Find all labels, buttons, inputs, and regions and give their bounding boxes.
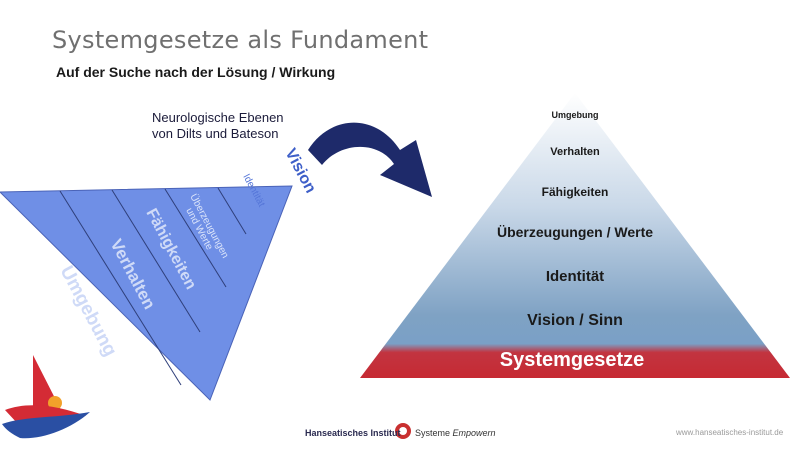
left-triangle-divider: [111, 189, 201, 333]
footer-empowern-word: Empowern: [452, 428, 496, 438]
pyramid-level-faehigkeiten: Fähigkeiten: [542, 185, 609, 199]
right-pyramid: [360, 93, 790, 378]
footer-url: www.hanseatisches-institut.de: [676, 428, 784, 437]
dilts-caption: Neurologische Ebenen von Dilts und Bates…: [152, 110, 284, 142]
left-triangle: [0, 185, 293, 401]
page-subtitle: Auf der Suche nach der Lösung / Wirkung: [56, 64, 336, 80]
pyramid-level-verhalten: Verhalten: [550, 146, 600, 158]
dilts-caption-line-1: Neurologische Ebenen: [152, 110, 284, 125]
page-title: Systemgesetze als Fundament: [52, 26, 429, 54]
pyramid-base-systemgesetze: Systemgesetze: [500, 349, 645, 371]
pyramid-level-vision: Vision / Sinn: [527, 312, 623, 329]
institute-seal-icon: [395, 423, 411, 439]
left-triangle-divider: [217, 187, 247, 235]
pyramid-level-identitaet: Identität: [546, 268, 604, 285]
footer-institute: Hanseatisches Institut: [305, 428, 401, 438]
dilts-caption-line-2: von Dilts und Bateson: [152, 126, 279, 141]
left-triangle-divider: [164, 188, 227, 288]
pyramid-level-umgebung: Umgebung: [552, 110, 599, 120]
footer-systeme: Systeme Empowern: [415, 428, 496, 438]
curved-arrow: [308, 122, 432, 197]
pyramid-level-ueberzeugungen: Überzeugungen / Werte: [497, 224, 653, 240]
footer-systeme-word: Systeme: [415, 428, 451, 438]
sailboat-logo-icon: [2, 355, 90, 439]
left-triangle-divider: [59, 190, 182, 386]
